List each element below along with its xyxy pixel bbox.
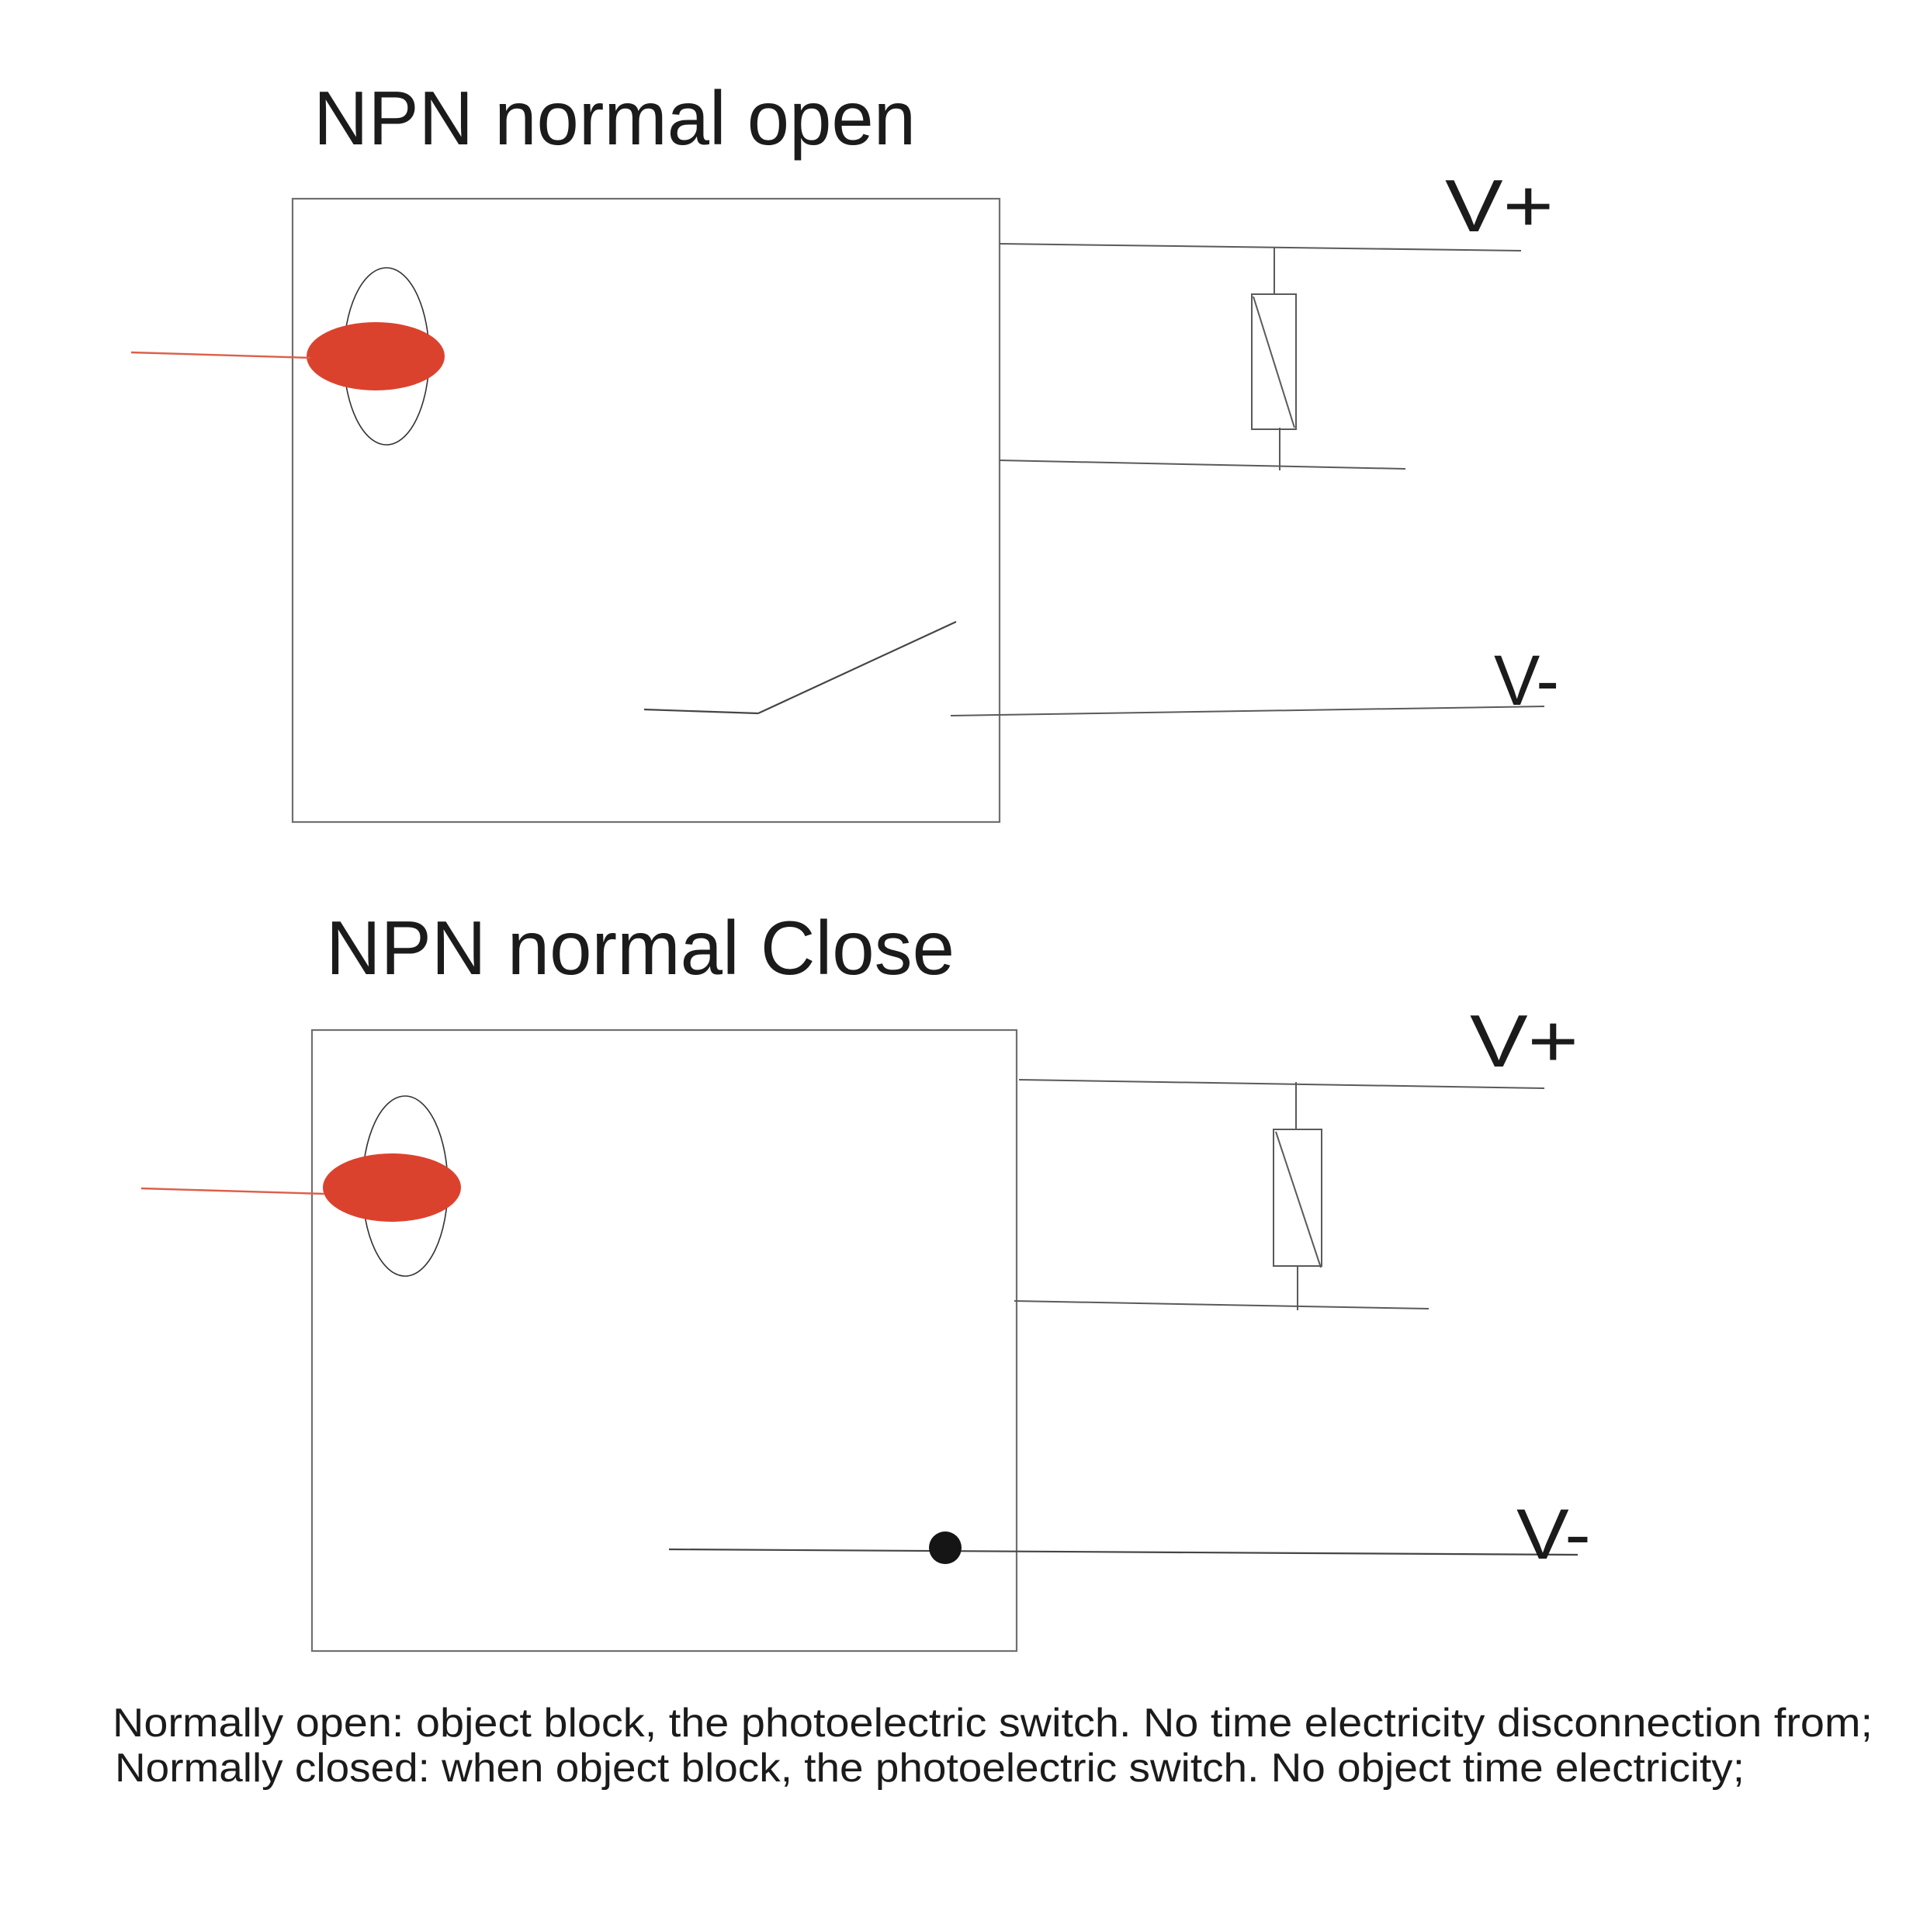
switch-lever-open-line [757,621,957,714]
load-resistor-box [1251,293,1297,430]
light-beam-line [140,1187,325,1195]
vplus-label-close: V+ [1470,1000,1579,1083]
load-resistor-diagonal [1253,296,1295,428]
vplus-wire [1018,1079,1545,1089]
led-emitter-ellipse [307,322,445,390]
light-beam-line [130,351,311,359]
diagram-title-close: NPN normal Close [326,905,955,990]
vminus-label-close: V- [1516,1495,1591,1574]
vminus-label-open: V- [1494,641,1559,720]
sensor-body-box [310,1028,1018,1653]
load-resistor-diagonal [1275,1131,1322,1268]
vplus-label-open: V+ [1445,165,1554,248]
description-notes: Normally open: object block, the photoel… [113,1701,1873,1791]
led-emitter-ellipse [323,1153,461,1222]
diagram-title-open: NPN normal open [314,75,916,161]
switch-contact-line [643,708,759,715]
npn-normal-open-diagram: NPN normal open V+ V- [130,75,1559,824]
closed-contact-junction-dot [929,1531,962,1564]
note-line-normally-closed: Normally closed: when object block, the … [115,1746,1745,1791]
switch-closed-wire [668,1548,1579,1556]
output-wire [999,460,1406,470]
vminus-wire [950,706,1545,716]
sensor-body-box [291,197,1001,824]
vplus-wire [999,243,1522,251]
output-wire [1014,1300,1430,1309]
npn-normal-close-diagram: NPN normal Close V+ V- [140,905,1591,1653]
note-line-normally-open: Normally open: object block, the photoel… [113,1701,1873,1746]
